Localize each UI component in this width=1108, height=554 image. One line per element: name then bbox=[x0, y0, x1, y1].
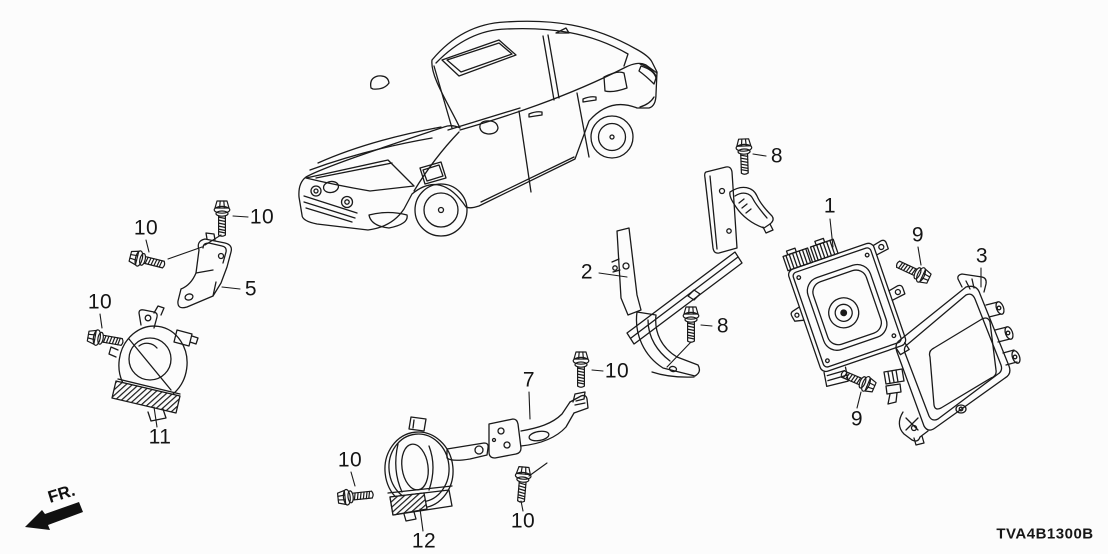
callout-9-top-leader bbox=[917, 246, 922, 266]
callout-8-top: 8 bbox=[770, 144, 784, 168]
quarter-window bbox=[603, 71, 628, 93]
horn-mount-tab bbox=[138, 309, 158, 329]
antenna-fin bbox=[555, 27, 570, 34]
callout-10-e: 10 bbox=[337, 448, 363, 472]
bolt-10-a bbox=[213, 200, 231, 237]
callout-9-bottom-leader bbox=[856, 391, 862, 409]
rear-door-line bbox=[576, 92, 590, 158]
rear-wheel bbox=[590, 115, 634, 159]
bolt-10-c bbox=[86, 327, 125, 351]
bracket-hook bbox=[729, 186, 774, 229]
fr-arrow-icon bbox=[25, 502, 83, 530]
bolt-10-b bbox=[127, 248, 168, 274]
bolt-10-e bbox=[336, 486, 375, 507]
callout-9-top: 9 bbox=[911, 223, 925, 247]
frame-left-clip bbox=[883, 368, 905, 405]
lower-intake bbox=[368, 211, 408, 229]
part-1-control-unit bbox=[782, 237, 910, 388]
ecu-tab-left bbox=[790, 306, 805, 322]
ecu-foot bbox=[823, 366, 849, 388]
front-wheel bbox=[414, 183, 468, 237]
assembly-lines bbox=[167, 234, 692, 477]
bolt-9-bottom bbox=[837, 365, 878, 396]
callout-10-a-leader bbox=[232, 215, 249, 218]
callout-8-mid-leader bbox=[700, 324, 713, 327]
part-11-horn bbox=[108, 305, 199, 422]
horn-mount-tab bbox=[408, 416, 427, 432]
callout-10-c-leader bbox=[99, 313, 103, 329]
leader-lines bbox=[99, 153, 982, 532]
callout-10-d: 10 bbox=[604, 359, 630, 383]
emblem bbox=[322, 180, 340, 194]
bolts bbox=[86, 138, 933, 507]
bolt-8-top bbox=[735, 138, 754, 176]
grille-slats bbox=[303, 195, 358, 223]
bolt-9-top bbox=[893, 256, 933, 287]
part-7-bracket bbox=[488, 391, 589, 459]
callout-12-leader bbox=[419, 508, 424, 532]
callout-2: 2 bbox=[580, 260, 594, 284]
part-5-bracket bbox=[177, 232, 233, 309]
bolt-8-mid bbox=[682, 306, 700, 343]
part-3-bracket-frame bbox=[883, 273, 1021, 446]
callout-8-mid: 8 bbox=[716, 314, 730, 338]
callout-7: 7 bbox=[522, 368, 536, 392]
rocker-line bbox=[480, 156, 575, 203]
frame-lugs bbox=[985, 301, 1021, 366]
callout-10-d-leader bbox=[591, 369, 604, 372]
callout-1-leader bbox=[829, 218, 834, 248]
ecu-tab-right bbox=[888, 284, 906, 301]
callout-10-b: 10 bbox=[133, 216, 159, 240]
part-12-horn bbox=[384, 416, 489, 522]
callout-5: 5 bbox=[244, 277, 258, 301]
b-pillar bbox=[542, 34, 560, 101]
callout-10-f-leader bbox=[520, 500, 524, 512]
horn-bracket-arm bbox=[446, 442, 489, 461]
callout-7-leader bbox=[528, 391, 531, 420]
ecu-connectors bbox=[782, 237, 839, 272]
tail-lamp bbox=[638, 65, 657, 85]
callout-12: 12 bbox=[411, 529, 437, 553]
callout-5-leader bbox=[221, 286, 241, 290]
part-2-bracket bbox=[611, 166, 774, 378]
ecu-tab-top-right bbox=[872, 239, 889, 256]
bolt-10-d bbox=[572, 351, 590, 388]
hood-creases bbox=[309, 126, 442, 171]
callout-8-top-leader bbox=[752, 153, 767, 157]
callout-10-b-leader bbox=[145, 239, 150, 253]
frame-foot bbox=[898, 411, 929, 446]
callout-10-c: 10 bbox=[87, 290, 113, 314]
part-code: TVA4B1300B bbox=[996, 525, 1094, 543]
front-door-line bbox=[518, 110, 532, 193]
horn-connector bbox=[173, 329, 199, 347]
callout-3: 3 bbox=[975, 244, 989, 268]
fender-module bbox=[419, 161, 447, 185]
bolt-10-f bbox=[512, 465, 533, 504]
callout-9-bottom: 9 bbox=[850, 407, 864, 431]
fr-direction-arrow: FR. bbox=[25, 481, 83, 530]
fr-label: FR. bbox=[46, 481, 78, 507]
callout-2-leader bbox=[598, 272, 628, 278]
callout-11-leader bbox=[153, 406, 158, 428]
callout-10-e-leader bbox=[350, 471, 356, 487]
horn-muzzle bbox=[111, 380, 181, 414]
horn-muzzle bbox=[389, 492, 428, 516]
sunroof bbox=[441, 39, 517, 77]
callout-11: 11 bbox=[148, 425, 172, 449]
callout-10-f: 10 bbox=[510, 509, 536, 533]
callout-1: 1 bbox=[823, 194, 837, 218]
near-mirror bbox=[479, 120, 499, 135]
car-outline bbox=[298, 20, 658, 237]
headlight bbox=[305, 159, 415, 192]
door-handles bbox=[528, 96, 597, 118]
far-mirror bbox=[370, 75, 390, 90]
frame-ear bbox=[957, 273, 987, 293]
callout-10-a: 10 bbox=[249, 205, 275, 229]
